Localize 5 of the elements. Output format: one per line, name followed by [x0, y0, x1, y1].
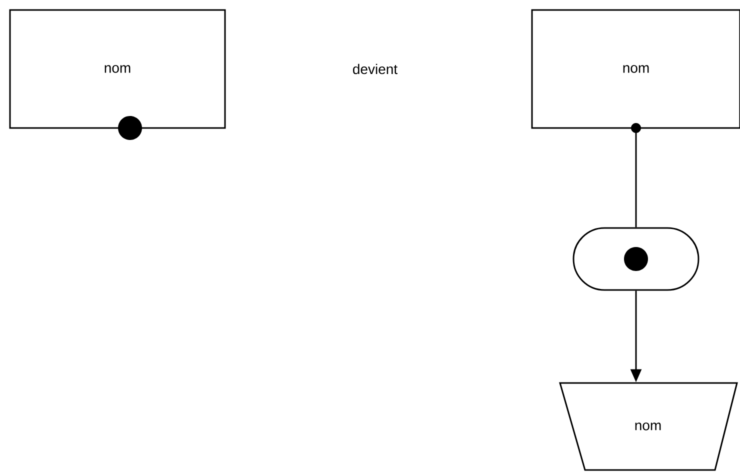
trapezoid-box: nom: [559, 382, 738, 471]
capsule-shape: [572, 227, 700, 291]
name-box: nom: [531, 9, 740, 133]
name-box: nom: [9, 9, 226, 140]
label-text: devient: [353, 64, 398, 74]
